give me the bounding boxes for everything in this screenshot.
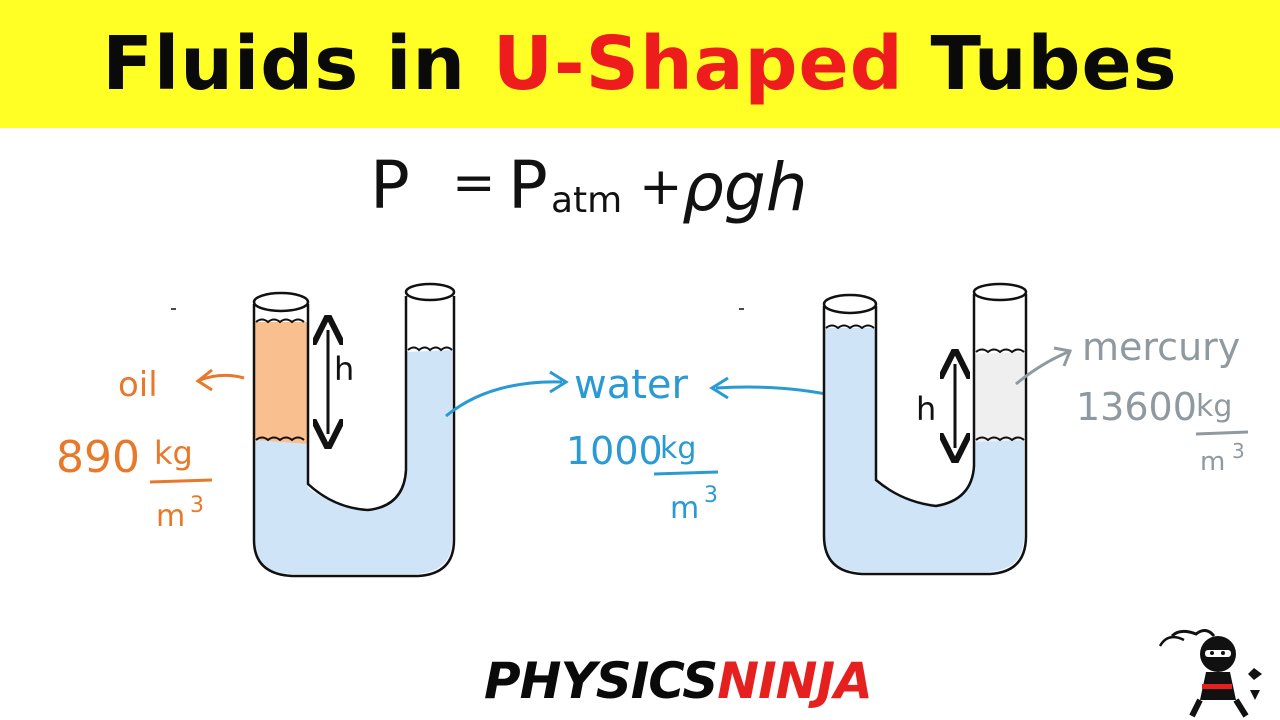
oil-density-m: m [156,499,185,534]
left-height-label: h [334,350,354,388]
water-density-number: 1000 [566,429,663,473]
right-u-tube: h [822,282,1028,576]
equation-p: P [508,147,548,224]
oil-fraction-bar [149,478,213,484]
mercury-arrow [1015,350,1069,386]
mercury-label-group: mercury 13600 kg m 3 [1015,325,1249,477]
water-arrow-right [715,385,837,398]
equation-lhs: P [370,147,410,224]
logo-ninja: NINJA [717,652,873,710]
water-density-exp: 3 [704,483,718,508]
title-part-1: Fluids in [102,21,493,107]
pressure-equation: P = P atm + ρgh [370,147,808,226]
water-density-m: m [670,491,699,526]
water-density-kg: kg [660,431,696,466]
title-banner: Fluids in U-Shaped Tubes [0,0,1280,128]
ninja-mascot-icon [1158,629,1262,718]
title-part-3: Tubes [903,21,1178,107]
oil-arrow [199,373,245,382]
water-label: water [574,362,689,408]
right-height-label: h [916,390,936,428]
oil-column [254,322,308,444]
oil-density-number: 890 [56,432,140,483]
equation-atm: atm [551,180,622,221]
water-arrow-left [445,380,563,418]
water-fraction-bar [653,470,719,476]
oil-label: oil [118,365,158,405]
logo-physics: PHYSICS [484,652,718,710]
mercury-density-number: 13600 [1076,385,1197,429]
mercury-density-m: m [1200,447,1225,477]
mercury-fraction-bar [1195,430,1249,436]
mercury-label: mercury [1082,325,1240,369]
equation-rho-g-h: ρgh [682,149,808,226]
equation-plus: + [639,157,683,217]
left-u-tube: h [252,282,456,578]
title-part-2: U-Shaped [492,21,904,107]
equation-equals: = [452,153,496,213]
mercury-density-kg: kg [1196,389,1232,424]
oil-density-exp: 3 [190,493,204,518]
mercury-density-exp: 3 [1232,439,1245,463]
physics-ninja-logo: PHYSICSNINJA [484,652,873,710]
water-label-group: water 1000 kg m 3 [445,362,837,526]
oil-density-kg: kg [154,434,193,472]
oil-label-group: oil 890 kg m 3 [56,365,245,534]
mercury-column [974,352,1024,442]
page-title: Fluids in U-Shaped Tubes [102,21,1177,107]
